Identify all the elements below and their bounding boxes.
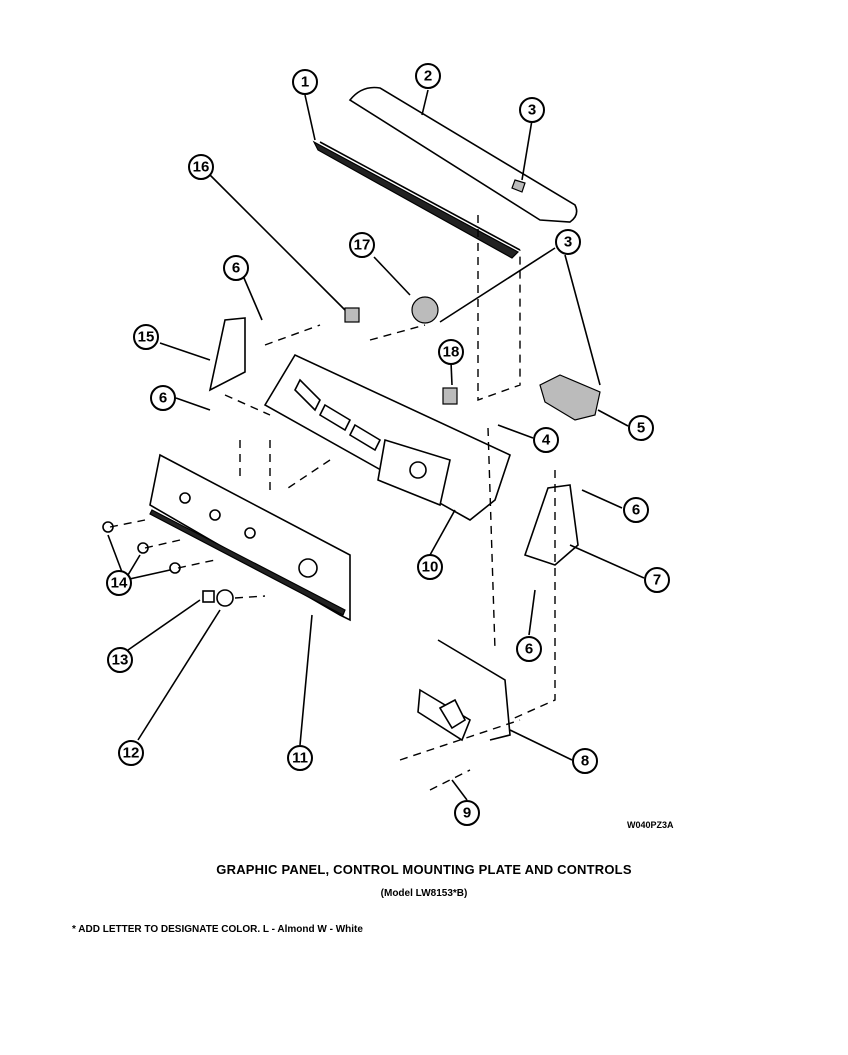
callout-number: 3 [528, 102, 536, 119]
callout: 3 [555, 229, 581, 255]
callout: 7 [644, 567, 670, 593]
callout: 16 [188, 154, 214, 180]
callout-number: 11 [292, 750, 308, 767]
callout-number: 14 [111, 575, 128, 592]
callout-number: 12 [123, 745, 140, 762]
part-pushbutton-switch [344, 307, 360, 323]
callout: 6 [150, 385, 176, 411]
callout-number: 6 [232, 260, 240, 277]
part-left-bezel [208, 317, 246, 392]
callout: 18 [438, 339, 464, 365]
callout-number: 15 [138, 329, 155, 346]
part-rotary-switch [442, 387, 458, 405]
callout: 13 [107, 647, 133, 673]
callout-number: 7 [653, 572, 661, 589]
callout: 14 [106, 570, 132, 596]
part-trim-cap [348, 86, 578, 223]
callout: 2 [415, 63, 441, 89]
callout-number: 6 [525, 641, 533, 658]
callout-number: 9 [463, 805, 471, 822]
part-timer-knob [216, 589, 234, 607]
part-switch [411, 296, 439, 324]
callout: 8 [572, 748, 598, 774]
drawing-code: W040PZ3A [627, 820, 674, 830]
callout: 17 [349, 232, 375, 258]
callout: 9 [454, 800, 480, 826]
callout: 15 [133, 324, 159, 350]
part-graphic-panel [149, 453, 351, 622]
callout-number: 5 [637, 420, 645, 437]
callout-number: 4 [542, 432, 551, 449]
callout: 3 [519, 97, 545, 123]
diagram-subtitle: (Model LW8153*B) [380, 888, 468, 899]
callout-number: 6 [632, 502, 640, 519]
callout-number: 10 [422, 559, 439, 576]
callout-number: 16 [193, 159, 210, 176]
part-strip [312, 140, 521, 259]
part-knob-insert [202, 590, 215, 603]
callout: 12 [118, 740, 144, 766]
color-footnote: * ADD LETTER TO DESIGNATE COLOR. L - Alm… [72, 924, 363, 935]
callout-number: 8 [581, 753, 589, 770]
part-control-mounting-plate [263, 353, 511, 521]
callout-number: 2 [424, 68, 432, 85]
part-timer [539, 374, 601, 421]
callout-number: 1 [301, 74, 309, 91]
callout: 5 [628, 415, 654, 441]
part-wire-harness [417, 639, 511, 742]
diagram-title: GRAPHIC PANEL, CONTROL MOUNTING PLATE AN… [216, 862, 632, 877]
callout-number: 6 [159, 390, 167, 407]
assembly-lines [109, 215, 556, 791]
part-right-bezel [523, 484, 579, 566]
callout: 4 [533, 427, 559, 453]
callout: 11 [287, 745, 313, 771]
callout: 6 [623, 497, 649, 523]
callout-number: 17 [354, 237, 371, 254]
callout-number: 18 [443, 344, 460, 361]
callout-number: 13 [112, 652, 129, 669]
callout: 6 [223, 255, 249, 281]
callout: 1 [292, 69, 318, 95]
callout-number: 3 [564, 234, 572, 251]
exploded-parts-diagram: 1 2 3 3 4 5 6 6 6 6 7 8 9 10 11 12 13 14… [102, 63, 670, 826]
callout: 10 [417, 554, 443, 580]
callout: 6 [516, 636, 542, 662]
